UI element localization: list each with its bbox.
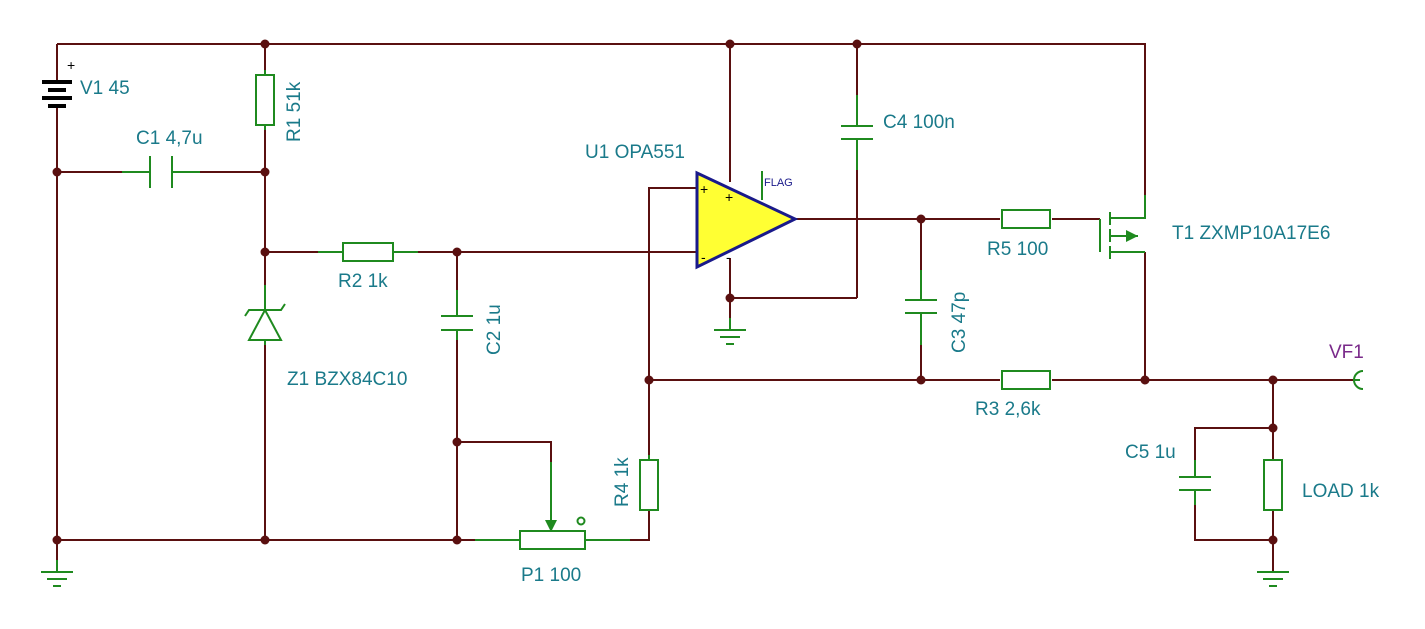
label-c2: C2 1u bbox=[484, 304, 505, 355]
label-t1: T1 ZXMP10A17E6 bbox=[1172, 223, 1330, 244]
voltage-probe-vf1[interactable]: VF1 bbox=[1329, 342, 1364, 390]
resistor-r5[interactable]: R5 100 bbox=[987, 209, 1051, 260]
battery-v1[interactable]: + V1 45 bbox=[42, 57, 130, 108]
ground-opamp bbox=[714, 318, 746, 345]
label-r5: R5 100 bbox=[987, 239, 1048, 260]
label-r1: R1 51k bbox=[284, 81, 305, 142]
resistor-r4[interactable]: R4 1k bbox=[612, 455, 659, 511]
label-r4: R4 1k bbox=[612, 457, 633, 507]
opamp-u1[interactable]: + + - - U1 OPA551 FLAG bbox=[585, 142, 799, 270]
potentiometer-p1[interactable]: P1 100 bbox=[475, 462, 630, 586]
label-u1: U1 OPA551 bbox=[585, 142, 685, 163]
label-r3: R3 2,6k bbox=[975, 399, 1041, 420]
capacitor-c3[interactable]: C3 47p bbox=[905, 270, 970, 353]
label-load: LOAD 1k bbox=[1302, 481, 1380, 502]
wire-p1-wiper-feed bbox=[457, 441, 552, 462]
capacitor-c5[interactable]: C5 1u bbox=[1125, 442, 1211, 505]
label-v1: V1 45 bbox=[80, 78, 130, 99]
label-c4: C4 100n bbox=[883, 112, 955, 133]
resistor-r2[interactable]: R2 1k bbox=[318, 242, 418, 292]
opamp-minus-input-sign: - bbox=[701, 249, 706, 265]
zener-z1[interactable]: Z1 BZX84C10 bbox=[244, 285, 407, 390]
opamp-plus-input-sign: + bbox=[700, 181, 708, 197]
junctions bbox=[52, 39, 1278, 545]
wire-plus-input bbox=[648, 187, 697, 380]
wire-c5-bottom bbox=[1194, 505, 1273, 541]
wire-top-rail bbox=[57, 43, 1146, 195]
ground-load bbox=[1257, 571, 1289, 587]
ground-left bbox=[41, 560, 73, 587]
opamp-plus-supply-sign: + bbox=[725, 189, 733, 205]
wires bbox=[56, 43, 1355, 572]
wire-p1-to-r4 bbox=[630, 510, 650, 541]
capacitor-c4[interactable]: C4 100n bbox=[841, 95, 955, 170]
wire-c5-top bbox=[1194, 427, 1273, 460]
capacitor-c2[interactable]: C2 1u bbox=[441, 290, 505, 355]
resistor-load[interactable]: LOAD 1k bbox=[1263, 459, 1380, 511]
label-c1: C1 4,7u bbox=[136, 128, 203, 149]
label-c5: C5 1u bbox=[1125, 442, 1176, 463]
label-flag: FLAG bbox=[764, 177, 793, 189]
label-r2: R2 1k bbox=[338, 271, 388, 292]
battery-plus-sign: + bbox=[67, 57, 75, 73]
opamp-minus-supply-sign: - bbox=[726, 249, 731, 265]
capacitor-c1[interactable]: C1 4,7u bbox=[122, 128, 203, 188]
mosfet-t1[interactable]: T1 ZXMP10A17E6 bbox=[1099, 195, 1330, 259]
label-p1: P1 100 bbox=[521, 565, 581, 586]
label-z1: Z1 BZX84C10 bbox=[287, 369, 407, 390]
resistor-r3[interactable]: R3 2,6k bbox=[975, 370, 1051, 420]
label-c3: C3 47p bbox=[949, 292, 970, 353]
label-vf1: VF1 bbox=[1329, 342, 1364, 363]
resistor-r1[interactable]: R1 51k bbox=[255, 70, 305, 142]
